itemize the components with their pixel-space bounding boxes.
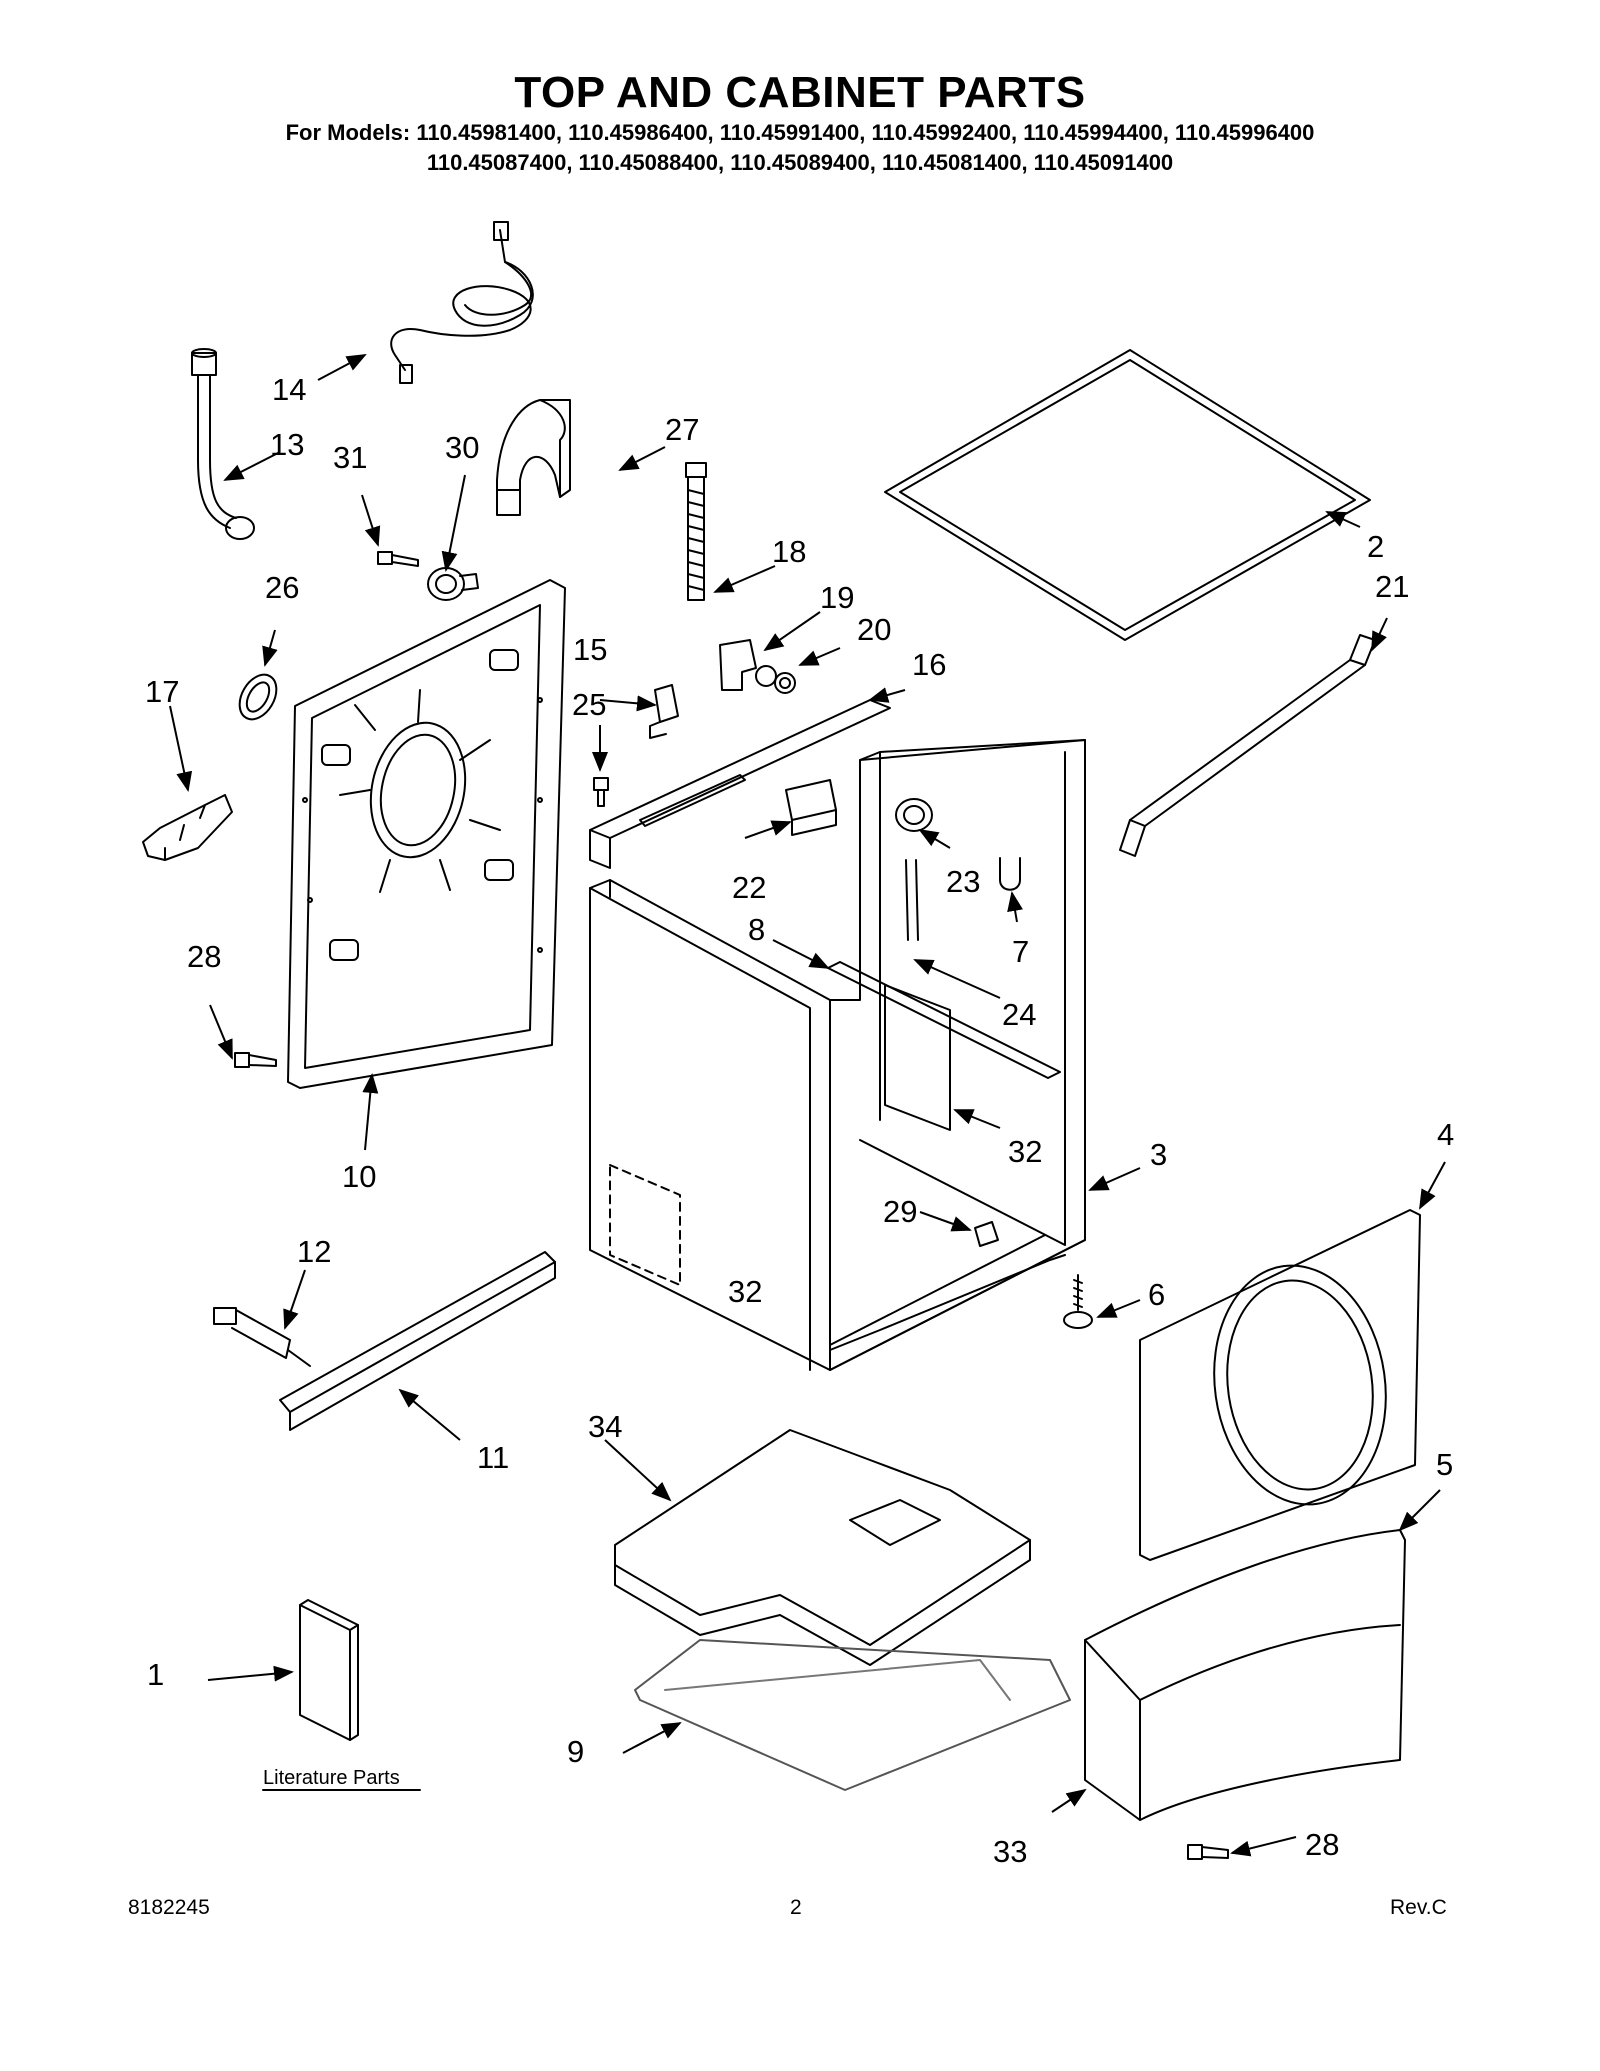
latch-part — [142, 794, 233, 861]
callout-10: 10 — [342, 1159, 376, 1194]
callout-22: 22 — [732, 870, 766, 905]
callout-2: 2 — [1367, 529, 1384, 564]
callout-13: 13 — [270, 427, 304, 462]
vent-hose-part — [685, 462, 707, 601]
fitting-19-part — [719, 639, 796, 694]
screw-31-part — [377, 551, 419, 567]
hose-part — [191, 348, 255, 540]
screw-28b-part — [1187, 1844, 1229, 1860]
base-pad-part — [634, 1639, 1071, 1791]
callout-34: 34 — [588, 1409, 622, 1444]
callout-labels: 1 2 3 4 5 6 7 8 9 10 11 12 13 14 15 16 1… — [145, 372, 1454, 1869]
callout-5: 5 — [1436, 1447, 1453, 1482]
top-support-part — [1119, 634, 1376, 857]
callout-33: 33 — [993, 1834, 1027, 1869]
callout-21: 21 — [1375, 569, 1409, 604]
cabinet-part — [589, 739, 1086, 1371]
page-title: TOP AND CABINET PARTS — [514, 68, 1086, 117]
callout-6: 6 — [1148, 1277, 1165, 1312]
models-line-1: For Models: 110.45981400, 110.45986400, … — [285, 120, 1315, 145]
power-cord-part — [390, 221, 534, 384]
callout-27: 27 — [665, 412, 699, 447]
callout-31: 31 — [333, 440, 367, 475]
base-insulation-part — [614, 1429, 1031, 1666]
hose-24-part — [905, 859, 919, 941]
callout-24: 24 — [1002, 997, 1036, 1032]
callout-8: 8 — [748, 912, 765, 947]
callout-26: 26 — [265, 570, 299, 605]
callout-15: 15 — [573, 632, 607, 667]
callout-23: 23 — [946, 864, 980, 899]
callout-9: 9 — [567, 1734, 584, 1769]
callout-16: 16 — [912, 647, 946, 682]
screw-25-part — [593, 777, 609, 807]
literature-parts-label: Literature Parts — [263, 1767, 400, 1789]
rear-panel-part — [287, 579, 566, 1089]
literature-part — [299, 1599, 359, 1741]
document-number: 8182245 — [128, 1896, 210, 1919]
callout-30: 30 — [445, 430, 479, 465]
grommet-part — [238, 673, 278, 721]
callout-32b: 32 — [728, 1274, 762, 1309]
callout-3: 3 — [1150, 1137, 1167, 1172]
top-gasket-part — [884, 349, 1371, 641]
pressure-switch-part — [895, 798, 933, 832]
toe-panel-part — [1084, 1529, 1406, 1821]
callout-18: 18 — [772, 534, 806, 569]
clamp-part — [427, 567, 479, 601]
callout-25: 25 — [572, 687, 606, 722]
screw-28-part — [234, 1052, 277, 1068]
models-line-2: 110.45087400, 110.45088400, 110.45089400… — [426, 150, 1174, 175]
callout-11: 11 — [477, 1440, 509, 1475]
leveling-leg-part — [1063, 1274, 1093, 1329]
callout-14: 14 — [272, 372, 306, 407]
callout-7: 7 — [1012, 934, 1029, 969]
callout-19: 19 — [820, 580, 854, 615]
hose-guide-part — [496, 399, 571, 516]
top-brace-part — [589, 699, 891, 869]
callout-4: 4 — [1437, 1117, 1454, 1152]
callout-28b: 28 — [1305, 1827, 1339, 1862]
callout-17: 17 — [145, 674, 179, 709]
callout-32a: 32 — [1008, 1134, 1042, 1169]
revision-label: Rev.C — [1390, 1896, 1447, 1919]
clip-7-part — [999, 857, 1021, 891]
callout-29: 29 — [883, 1194, 917, 1229]
bracket-15-part — [649, 684, 679, 739]
damper-part — [213, 1307, 311, 1367]
callout-28: 28 — [187, 939, 221, 974]
callout-1: 1 — [147, 1657, 164, 1692]
page-number: 2 — [790, 1896, 802, 1919]
front-panel-part — [1139, 1209, 1421, 1561]
base-rail-part — [279, 1251, 556, 1431]
switch-22-part — [785, 779, 837, 836]
callout-20: 20 — [857, 612, 891, 647]
callout-12: 12 — [297, 1234, 331, 1269]
leader-lines — [169, 354, 1446, 1857]
